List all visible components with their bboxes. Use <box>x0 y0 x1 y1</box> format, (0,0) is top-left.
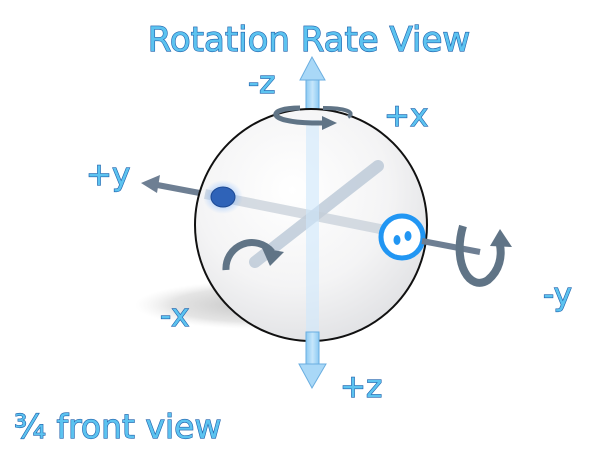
marker-dot <box>203 180 243 214</box>
axis-label-neg-y: -y <box>543 277 572 313</box>
axis-label-pos-z: +z <box>340 369 382 405</box>
axis-label-neg-z: -z <box>248 65 275 101</box>
y-axis-rear <box>141 175 206 197</box>
y-rotation-arrow <box>455 224 512 287</box>
x-rotation-arrow <box>222 239 284 271</box>
view-caption: ¾ front view <box>14 407 221 446</box>
face-ring <box>378 213 426 261</box>
z-axis-bottom <box>298 331 327 390</box>
axis-label-pos-y: +y <box>86 157 130 193</box>
y-axis-front <box>421 238 481 255</box>
diagram-title: Rotation Rate View <box>148 20 470 60</box>
z-axis-inner <box>306 120 319 332</box>
axis-label-pos-x: +x <box>384 98 428 134</box>
axis-label-neg-x: -x <box>160 298 190 334</box>
z-rotation-arrow <box>273 105 353 130</box>
